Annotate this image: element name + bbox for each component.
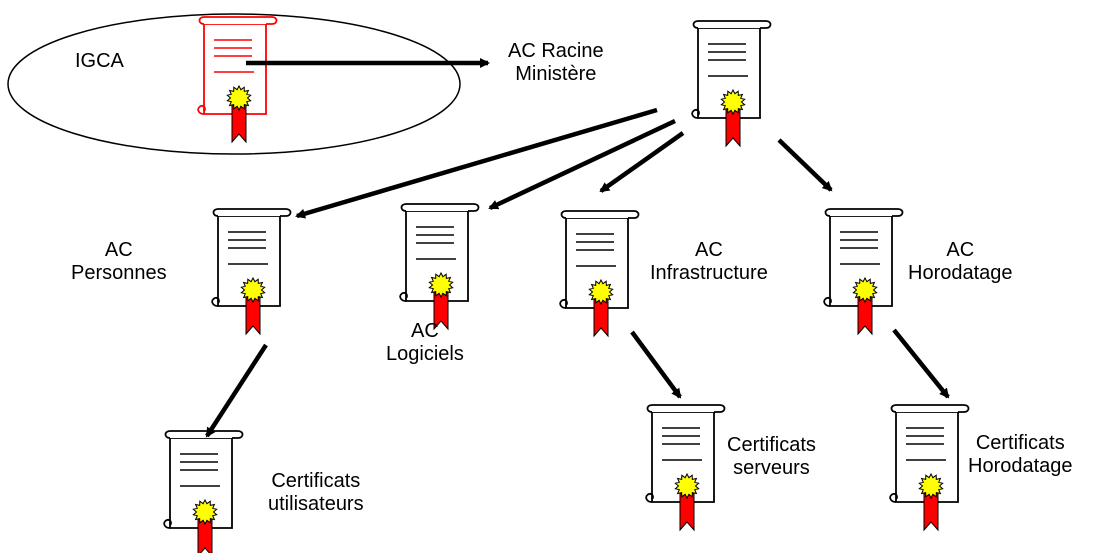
arrow-infrastructure-to-cert-serveurs	[630, 330, 682, 399]
cert-horodatage-certificate-icon	[889, 404, 970, 532]
cert-serveurs-label: Certificats serveurs	[727, 434, 816, 479]
horodatage-certificate-icon	[823, 208, 904, 336]
cert-utilisateurs-certificate-icon	[163, 430, 244, 553]
arrow-root-to-logiciels	[488, 118, 676, 211]
arrow-horodatage-to-cert-horodatage	[892, 328, 950, 399]
root-label: AC Racine Ministère	[508, 40, 604, 85]
arrow-personnes-to-cert-utilisateurs	[205, 343, 268, 438]
horodatage-label: AC Horodatage	[908, 239, 1013, 284]
igca-group-ellipse	[7, 13, 461, 155]
arrow-root-to-personnes	[295, 107, 658, 219]
igca-label: IGCA	[75, 50, 124, 72]
cert-horodatage-label: Certificats Horodatage	[968, 432, 1073, 477]
infrastructure-certificate-icon	[559, 210, 640, 338]
cert-utilisateurs-label: Certificats utilisateurs	[268, 470, 364, 515]
infrastructure-label: AC Infrastructure	[650, 239, 768, 284]
personnes-certificate-icon	[211, 208, 292, 336]
personnes-label: AC Personnes	[71, 239, 167, 284]
igca-certificate-icon	[197, 16, 278, 144]
logiciels-label: AC Logiciels	[386, 320, 464, 365]
arrow-root-to-horodatage	[777, 138, 833, 192]
logiciels-certificate-icon	[399, 203, 480, 331]
root-certificate-icon	[691, 20, 772, 148]
arrow-root-to-infrastructure	[599, 131, 685, 193]
cert-serveurs-certificate-icon	[645, 404, 726, 532]
